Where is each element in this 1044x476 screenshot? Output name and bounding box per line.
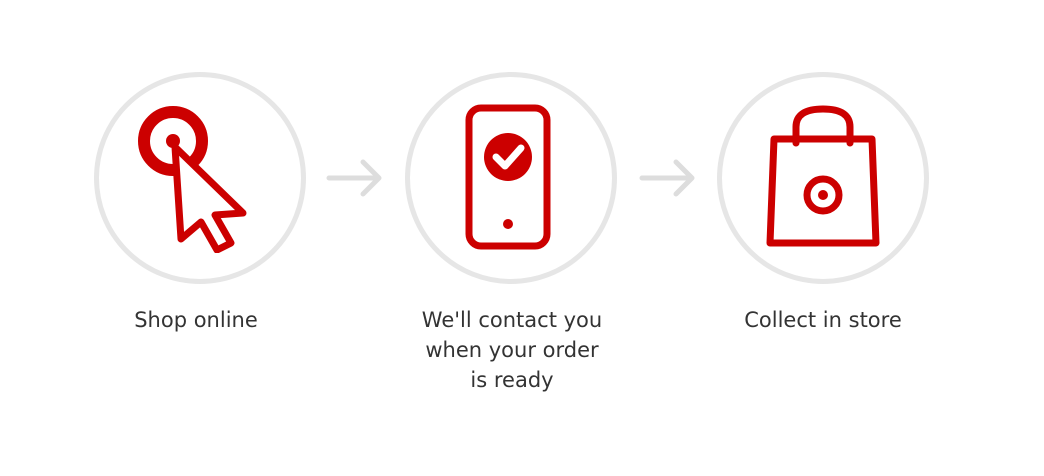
step-3-label: Collect in store <box>683 305 963 335</box>
step-2-label-line-3: is ready <box>470 368 554 392</box>
step-3-circle <box>717 72 929 284</box>
step-2-label: We'll contact you when your order is rea… <box>372 305 652 395</box>
cursor-click-icon <box>138 106 247 253</box>
step-2-circle <box>405 72 617 284</box>
step-1-label: Shop online <box>56 305 336 335</box>
step-2-label-line-2: when your order <box>425 338 599 362</box>
step-1-circle <box>94 72 306 284</box>
step-2-label-line-1: We'll contact you <box>421 308 603 332</box>
arrow-right-icon <box>326 159 382 197</box>
step-3-label-line-1: Collect in store <box>744 308 902 332</box>
phone-check-icon <box>465 104 551 250</box>
arrow-right-icon <box>639 159 695 197</box>
step-1-label-line-1: Shop online <box>134 308 258 332</box>
shopping-bag-icon <box>766 105 880 247</box>
